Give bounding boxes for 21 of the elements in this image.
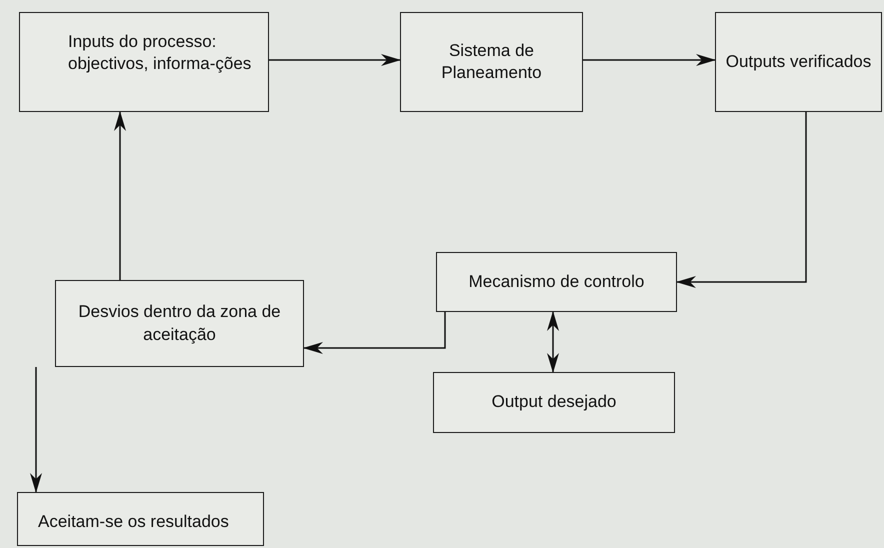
- box-text: Inputs do processo: objectivos, informa-ções: [68, 31, 252, 76]
- process-box: [19, 12, 269, 112]
- arrow: [303, 312, 446, 354]
- process-box: [436, 252, 677, 312]
- arrow: [30, 367, 42, 493]
- box-text: Sistema de Planeamento: [440, 40, 543, 84]
- process-box: [400, 12, 583, 112]
- box-text: Desvios dentro da zona de aceitação: [77, 301, 282, 346]
- arrow: [547, 311, 559, 373]
- arrow: [676, 112, 807, 288]
- box-text: Mecanismo de controlo: [468, 270, 644, 293]
- process-box: [55, 280, 304, 367]
- arrow: [269, 54, 401, 66]
- process-box: [17, 492, 264, 546]
- arrow: [583, 54, 716, 66]
- box-text: Aceitam-se os resultados: [38, 511, 229, 533]
- box-text: Outputs verificados: [726, 50, 872, 73]
- box-text: Output desejado: [492, 391, 616, 414]
- process-box: [433, 372, 675, 433]
- process-box: [715, 12, 882, 112]
- arrow: [114, 111, 126, 280]
